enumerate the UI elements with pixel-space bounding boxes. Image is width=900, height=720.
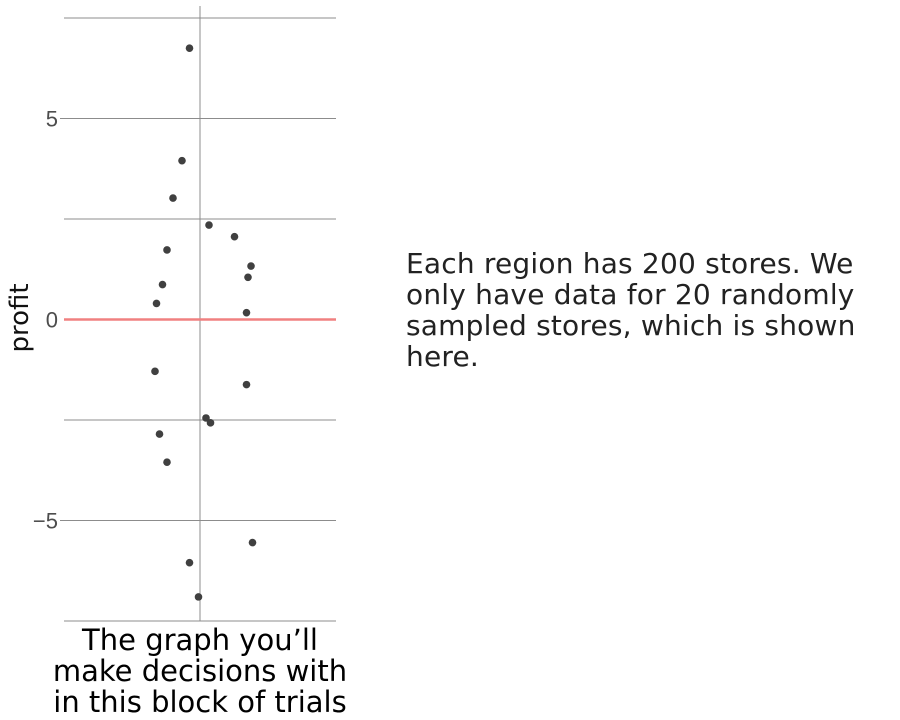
data-point — [163, 458, 171, 467]
data-point — [242, 380, 251, 389]
caption-text: Each region has 200 stores. We only have… — [406, 247, 856, 373]
data-point — [194, 593, 203, 601]
x-axis-label-line: The graph you’ll — [81, 623, 318, 657]
data-point — [185, 558, 194, 567]
data-points — [151, 44, 257, 601]
data-point — [202, 414, 210, 422]
y-axis-label: profit — [5, 283, 35, 352]
data-point — [242, 308, 251, 317]
data-point — [155, 430, 164, 438]
y-tick-label: 0 — [46, 308, 58, 333]
data-point — [178, 156, 186, 165]
y-tick-label: 5 — [46, 107, 58, 132]
y-tick-labels: −5 0 5 — [33, 107, 58, 534]
data-point — [206, 419, 215, 427]
y-tick-label: −5 — [33, 509, 58, 534]
data-point — [151, 367, 159, 376]
x-axis-label-line: in this block of trials — [53, 685, 346, 719]
data-point — [163, 246, 171, 254]
data-point — [244, 273, 252, 282]
data-point — [152, 299, 161, 308]
data-point — [169, 194, 177, 202]
x-axis-label-line: make decisions with — [53, 654, 347, 688]
data-point — [205, 221, 213, 229]
data-point — [158, 280, 167, 289]
data-point — [230, 232, 239, 241]
data-point — [248, 538, 257, 547]
data-point — [185, 44, 194, 52]
data-point — [247, 262, 255, 270]
